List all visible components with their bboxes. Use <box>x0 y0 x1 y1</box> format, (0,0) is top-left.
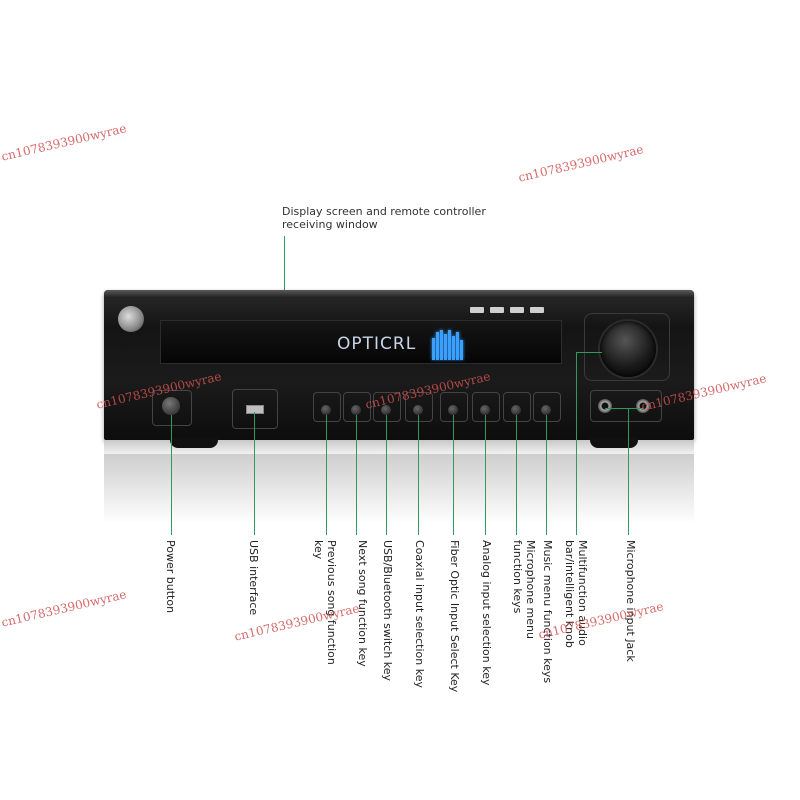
analog-input-button[interactable] <box>480 405 490 415</box>
leader-line-previous <box>326 415 327 535</box>
watermark: cn1078393900wyrae <box>0 121 128 164</box>
leader-line-mic-menu <box>516 415 517 535</box>
label-usb-interface: USB interface <box>247 540 260 616</box>
power-button-frame <box>152 390 192 426</box>
leader-line-fiber <box>453 415 454 535</box>
power-button[interactable] <box>162 397 180 415</box>
label-next-song: Next song function key <box>356 540 369 667</box>
leader-line-jack-h <box>605 408 643 409</box>
label-previous-song: Previous song function key <box>312 540 338 665</box>
amplifier-foot <box>590 438 638 448</box>
button-frame <box>472 392 500 422</box>
label-usb-bluetooth: USB/Bluetooth switch key <box>381 540 394 682</box>
format-badges <box>470 307 544 313</box>
usb-bluetooth-switch-button[interactable] <box>381 405 391 415</box>
label-power-button: Power button <box>164 540 177 614</box>
leader-line-knob <box>576 352 577 535</box>
watermark: cn1078393900wyrae <box>537 599 665 642</box>
brand-logo <box>118 306 144 332</box>
format-badge <box>530 307 544 313</box>
usb-frame <box>232 389 278 429</box>
button-frame <box>533 392 561 422</box>
microphone-jack[interactable] <box>598 399 612 413</box>
leader-line-usb <box>254 412 255 535</box>
jack-frame <box>590 390 662 422</box>
next-song-button[interactable] <box>351 405 361 415</box>
watermark: cn1078393900wyrae <box>517 142 645 185</box>
label-audio-bar-knob: Multifunction audio bar/intelligent knob <box>563 540 589 648</box>
coaxial-input-button[interactable] <box>413 405 423 415</box>
music-menu-button[interactable] <box>541 405 551 415</box>
leader-line-display <box>284 236 285 340</box>
usb-port[interactable] <box>246 405 264 414</box>
button-frame <box>373 392 401 422</box>
amplifier-foot <box>170 438 218 448</box>
format-badge <box>510 307 524 313</box>
button-frame <box>405 392 433 422</box>
format-badge <box>470 307 484 313</box>
multifunction-knob[interactable] <box>600 321 656 377</box>
button-frame <box>313 392 341 422</box>
format-badge <box>490 307 504 313</box>
label-fiber-optic: Fiber Optic Input Select Key <box>448 540 461 693</box>
leader-line-coaxial <box>418 415 419 535</box>
leader-line-usb-bt <box>386 415 387 535</box>
display-readout: OPTICRL <box>337 334 417 354</box>
label-coaxial-input: Coaxial input selection key <box>413 540 426 688</box>
amplifier-top-edge <box>104 290 694 298</box>
previous-song-button[interactable] <box>321 405 331 415</box>
callout-display-window: Display screen and remote controller rec… <box>282 205 486 231</box>
surface-reflection <box>104 454 694 524</box>
leader-line-analog <box>485 415 486 535</box>
vfd-level-meter <box>432 328 466 360</box>
microphone-jack[interactable] <box>636 399 650 413</box>
button-frame <box>343 392 371 422</box>
fiber-optic-input-button[interactable] <box>448 405 458 415</box>
amplifier-body <box>104 290 694 440</box>
button-frame <box>440 392 468 422</box>
leader-line-knob-h <box>576 352 602 353</box>
label-microphone-menu: Microphone menu function keys <box>511 540 537 639</box>
leader-line-next <box>356 415 357 535</box>
label-microphone-jack: Microphone input Jack <box>624 540 637 662</box>
button-frame <box>503 392 531 422</box>
leader-line-jack <box>628 408 629 535</box>
label-music-menu: Music menu function keys <box>541 540 554 684</box>
label-analog-input: Analog input selection key <box>480 540 493 686</box>
knob-surround <box>584 313 670 381</box>
watermark: cn1078393900wyrae <box>0 587 128 630</box>
microphone-menu-button[interactable] <box>511 405 521 415</box>
leader-line-power <box>171 415 172 535</box>
leader-line-music-menu <box>546 415 547 535</box>
display-window <box>160 320 562 364</box>
